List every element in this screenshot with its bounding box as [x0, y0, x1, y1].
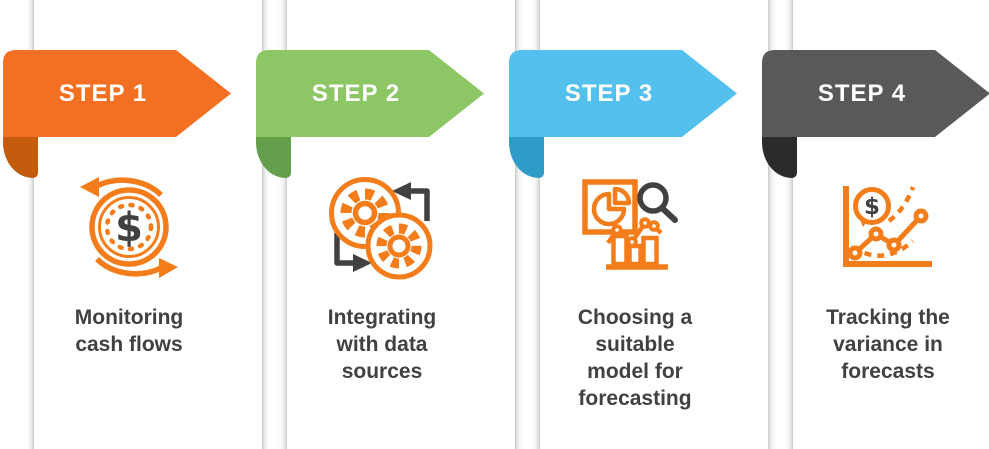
- variance-chart-icon: $: [843, 186, 932, 267]
- step-2-content: Integrating with data sources: [272, 170, 492, 385]
- svg-text:$: $: [115, 205, 143, 251]
- step-2-banner: STEP 2: [256, 50, 484, 137]
- step-4-icon-area: $: [778, 170, 989, 284]
- svg-text:$: $: [864, 194, 880, 220]
- step-3-label: STEP 3: [564, 79, 654, 107]
- step-1-content: $ Monitoring cash flows: [19, 170, 239, 358]
- arrow-ribbon-shape: [762, 50, 989, 137]
- arrow-ribbon-shape: [256, 50, 484, 137]
- step-3-caption: Choosing a suitable model for forecastin…: [577, 306, 693, 410]
- step-3-banner: STEP 3: [509, 50, 737, 137]
- step-1-banner: STEP 1: [3, 50, 231, 137]
- step-1-caption: Monitoring cash flows: [74, 306, 184, 356]
- cash-flow-icon: $: [80, 177, 178, 278]
- step-2-icon-area: [272, 170, 492, 284]
- step-4-caption: Tracking the variance in forecasts: [826, 306, 950, 383]
- step-2-caption: Integrating with data sources: [327, 306, 437, 383]
- step-3-content: Choosing a suitable model for forecastin…: [525, 170, 745, 412]
- step-1-icon-area: $: [19, 170, 239, 284]
- gears-sync-icon: [329, 177, 433, 280]
- step-3-icon-area: [525, 170, 745, 284]
- step-2-label: STEP 2: [311, 79, 401, 107]
- step-4-content: $ Tracking the variance in forecasts: [778, 170, 989, 385]
- step-1-label: STEP 1: [58, 79, 148, 107]
- model-analytics-icon: [582, 179, 678, 270]
- step-4-banner: STEP 4: [762, 50, 989, 137]
- arrow-ribbon-shape: [509, 50, 737, 137]
- step-4-label: STEP 4: [817, 79, 907, 107]
- arrow-ribbon-shape: [3, 50, 231, 137]
